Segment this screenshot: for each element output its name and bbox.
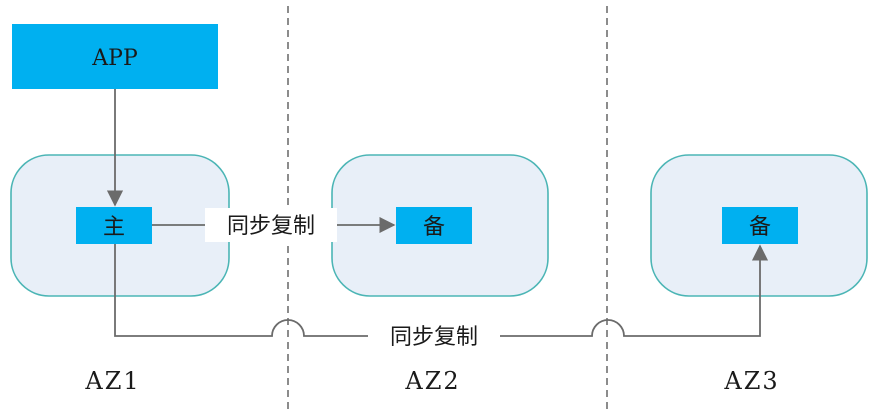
standby-node-label-az2: 备 — [423, 215, 445, 240]
app-label: APP — [91, 46, 138, 71]
replication-label-2-bg — [368, 320, 500, 352]
replication-label-1-bg — [205, 208, 337, 242]
replication-label-2: 同步复制 — [390, 325, 478, 350]
primary-node-label: 主 — [103, 215, 125, 240]
zone-label-az1: AZ1 — [84, 367, 140, 395]
standby-node-box-az2 — [396, 207, 472, 244]
zone-label-az3: AZ3 — [723, 367, 779, 395]
replication-label-1: 同步复制 — [227, 214, 315, 239]
app-box — [12, 24, 218, 89]
standby-node-box-az3 — [722, 207, 798, 244]
standby-node-label-az3: 备 — [749, 215, 771, 240]
zone-label-az2: AZ2 — [404, 367, 460, 395]
primary-node-box — [76, 207, 152, 244]
